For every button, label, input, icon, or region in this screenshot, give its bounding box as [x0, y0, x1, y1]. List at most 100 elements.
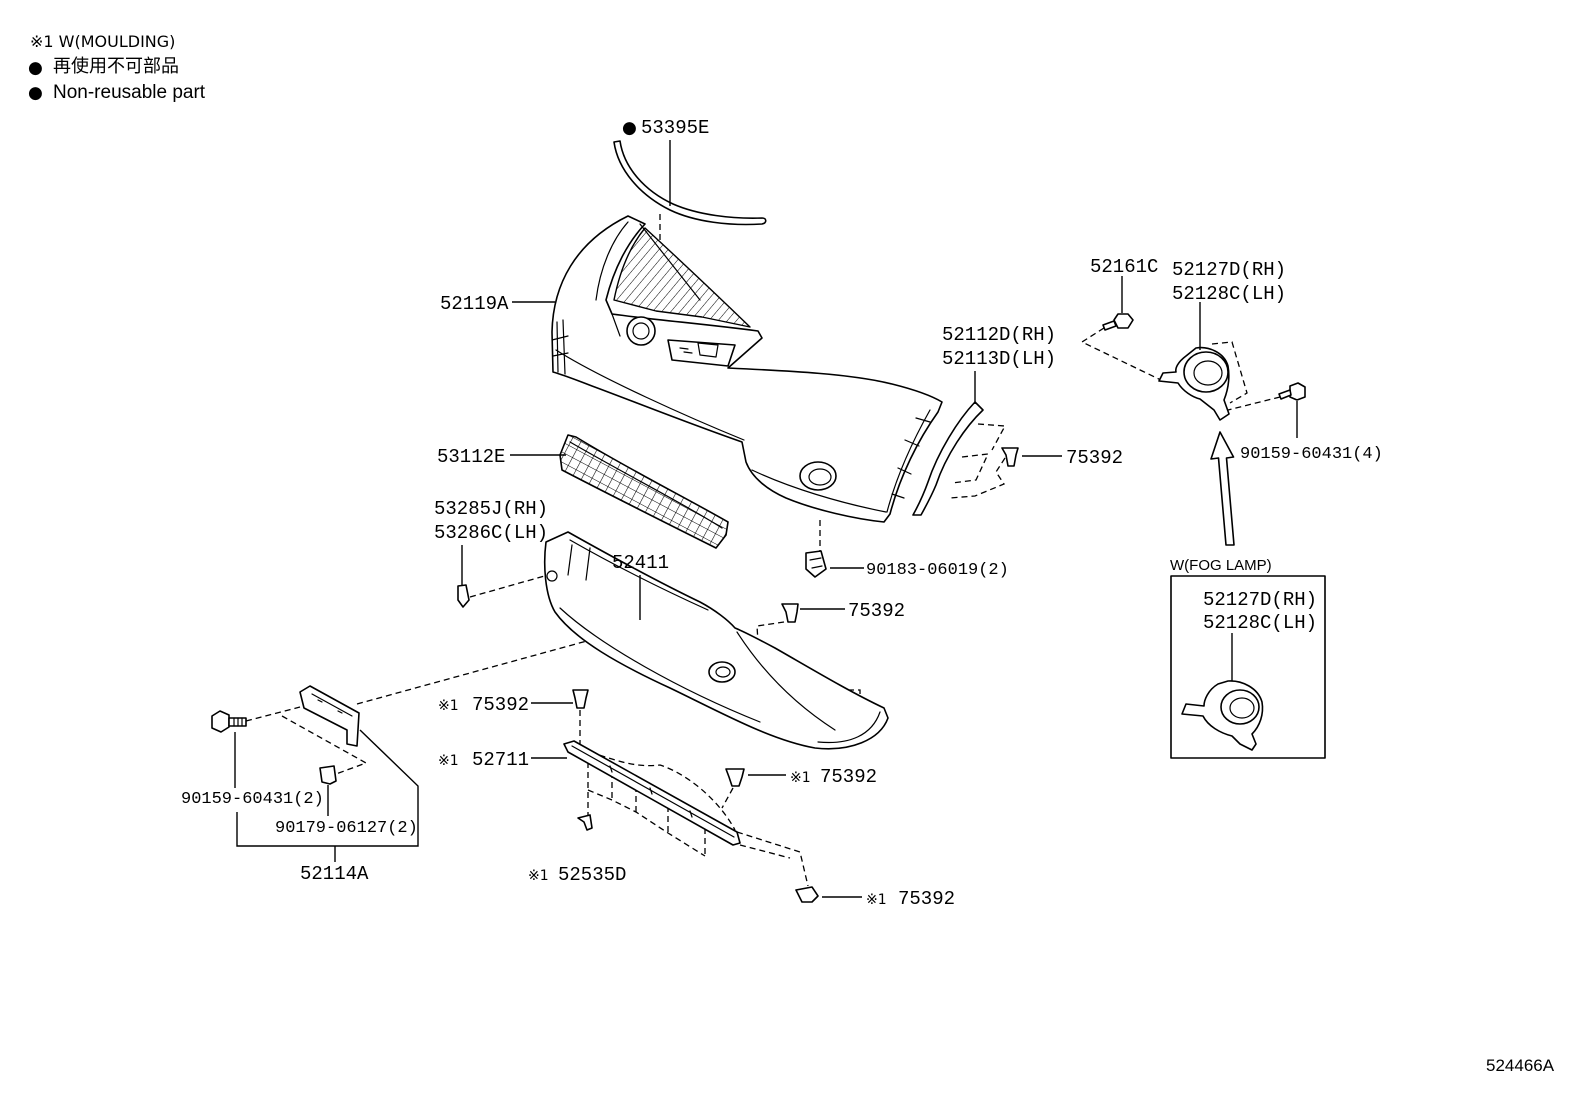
- lower-clip-3-part-number: 75392: [898, 888, 955, 910]
- fog-cover-rh-label: 52127D(RH): [1172, 259, 1286, 281]
- lower-clip-2-shape: [725, 768, 745, 787]
- plate-bracket-assembly: 90159-60431(2) 90179-06127(2) 52114A: [181, 685, 419, 885]
- plate-clip: [319, 765, 337, 785]
- plate-bolt-label: 90159-60431(2): [181, 790, 324, 809]
- legend-bullet-ja: ●: [28, 58, 43, 78]
- lower-spoiler-top-face: [567, 539, 709, 611]
- spoiler-clip-label: 75392: [848, 600, 905, 622]
- spoiler-clip-shape: [781, 603, 799, 623]
- lower-grille-opening-edge: [555, 349, 745, 441]
- plate-bolt-head: [211, 710, 230, 733]
- upper-moulding: ● 53395E: [613, 117, 767, 226]
- plate-bracket-label: 52114A: [300, 863, 369, 885]
- dashed-guide-lower-clip-3a: [736, 831, 809, 887]
- lower-clip-2-part-number: 75392: [820, 766, 877, 788]
- lower-moulding: ※1 52711: [438, 740, 741, 846]
- fog-bolt-shank: [1278, 389, 1292, 400]
- dashed-guide-fog-cover-outline: [1211, 341, 1248, 404]
- fog-lamp-box-cover-ring: [1220, 689, 1260, 725]
- lower-clip-2: ※1 75392: [725, 766, 877, 788]
- dashed-guide-moulding-verticals: [587, 762, 706, 856]
- lower-clip-3: ※1 75392: [795, 886, 955, 910]
- retainer-clip-shape: [805, 550, 827, 578]
- nonreusable-marker: ●: [622, 118, 637, 138]
- lower-piece-shape: [577, 814, 593, 831]
- legend-nonreusable-ja: 再使用不可部品: [53, 56, 179, 76]
- dashed-guide-liner-2: [951, 453, 990, 484]
- dashed-guide-extension: [469, 574, 549, 598]
- fender-liner-rh-label: 52112D(RH): [942, 324, 1056, 346]
- fog-screw-head: [1113, 313, 1134, 329]
- bumper-extension: 53285J(RH) 53286C(LH): [434, 498, 548, 608]
- plate-bracket-details: [311, 693, 353, 717]
- extension-lh-label: 53286C(LH): [434, 522, 548, 544]
- dashed-guide-moulding-lower: [587, 789, 706, 857]
- fog-lamp-box-title: W(FOG LAMP): [1170, 557, 1272, 574]
- moulding-marker: ※1: [438, 753, 459, 769]
- fog-cover-ring-inner: [1193, 360, 1223, 386]
- upper-moulding-strip: [613, 140, 767, 226]
- right-lower-lip: [751, 469, 887, 513]
- bumper-extension-piece: [457, 584, 470, 608]
- dashed-guide-lower-clip-3b: [739, 844, 791, 859]
- fog-cover-lh-label: 52128C(LH): [1172, 283, 1286, 305]
- plate-mount-slot: [679, 342, 719, 358]
- fog-lamp-box-rh-label: 52127D(RH): [1203, 589, 1317, 611]
- right-fog-opening-inner: [808, 468, 832, 486]
- fender-liner-strip: [912, 401, 984, 516]
- fog-bolt-head: [1289, 382, 1306, 401]
- moulding-marker: ※1: [866, 892, 887, 908]
- left-fog-opening-inner: [632, 322, 650, 340]
- dashed-guide-moulding-upper-curve: [589, 751, 736, 831]
- legend-nonreusable-en: Non-reusable part: [53, 82, 206, 103]
- dashed-guide-bracket-to-spoiler: [356, 635, 606, 705]
- lower-spoiler-outline: [543, 531, 889, 750]
- fog-screw-label: 52161C: [1090, 256, 1158, 278]
- fog-lamp-box-lh-label: 52128C(LH): [1203, 612, 1317, 634]
- lower-spoiler: 52411: [543, 531, 889, 750]
- spoiler-clip: 75392: [781, 600, 905, 623]
- plate-clip-label: 90179-06127(2): [275, 819, 418, 838]
- upper-grille-frame-line: [595, 221, 701, 337]
- lower-clip-2-label: ※1 75392: [790, 766, 877, 788]
- leader-bracket-frame: [236, 729, 419, 847]
- legend-moulding-note: ※1 W(MOULDING): [30, 32, 175, 51]
- fog-lamp-variant-arrow: [1210, 431, 1235, 546]
- lower-clip-1-shape: [572, 689, 589, 709]
- dashed-guide-plate-clip: [281, 715, 368, 775]
- upper-moulding-label: ● 53395E: [622, 117, 709, 139]
- fender-liner-lh-label: 52113D(LH): [942, 348, 1056, 370]
- upper-moulding-part-number: 53395E: [641, 117, 709, 139]
- fender-liner: 52112D(RH) 52113D(LH) 75392: [912, 324, 1123, 516]
- moulding-marker: ※1: [790, 770, 811, 786]
- liner-clip-label: 75392: [1066, 447, 1123, 469]
- lower-grille: 53112E: [437, 434, 729, 549]
- fog-bolt-label: 90159-60431(4): [1240, 445, 1383, 464]
- bumper-cover-outline: [551, 215, 943, 523]
- lower-clip-1: ※1 75392: [438, 689, 589, 716]
- diagram-id: 524466A: [1486, 1056, 1555, 1075]
- retainer-clip-detail: [809, 557, 823, 569]
- lower-grille-frame: [569, 441, 723, 529]
- lower-clip-1-label: ※1 75392: [438, 694, 529, 716]
- lower-clip-3-label: ※1 75392: [866, 888, 955, 910]
- lower-grille-label: 53112E: [437, 446, 505, 468]
- dashed-guide-fog-bolt: [1227, 396, 1281, 411]
- right-edge-details: [886, 409, 931, 513]
- retainer-clip-label: 90183-06019(2): [866, 561, 1009, 580]
- lower-spoiler-fog-ring-inner: [715, 666, 731, 678]
- retainer-clip: 90183-06019(2): [805, 550, 1009, 580]
- fog-lamp-variant-box: W(FOG LAMP) 52127D(RH) 52128C(LH): [1170, 557, 1326, 759]
- fog-screw-shank: [1102, 320, 1117, 331]
- bumper-cover: 52119A: [440, 215, 943, 523]
- lower-spoiler-bottom-line: [559, 607, 881, 744]
- dashed-guide-liner-3: [949, 457, 1006, 499]
- extension-rh-label: 53285J(RH): [434, 498, 548, 520]
- legend-bullet-en: ●: [28, 83, 43, 103]
- fog-lamp-cover-assembly: 52161C 52127D(RH) 52128C(LH) 90159-60431…: [1090, 256, 1383, 546]
- lower-clip-1-part-number: 75392: [472, 694, 529, 716]
- liner-clip-shape: [1001, 447, 1019, 467]
- left-fog-opening: [626, 316, 656, 346]
- plate-bolt-thread: [233, 717, 243, 727]
